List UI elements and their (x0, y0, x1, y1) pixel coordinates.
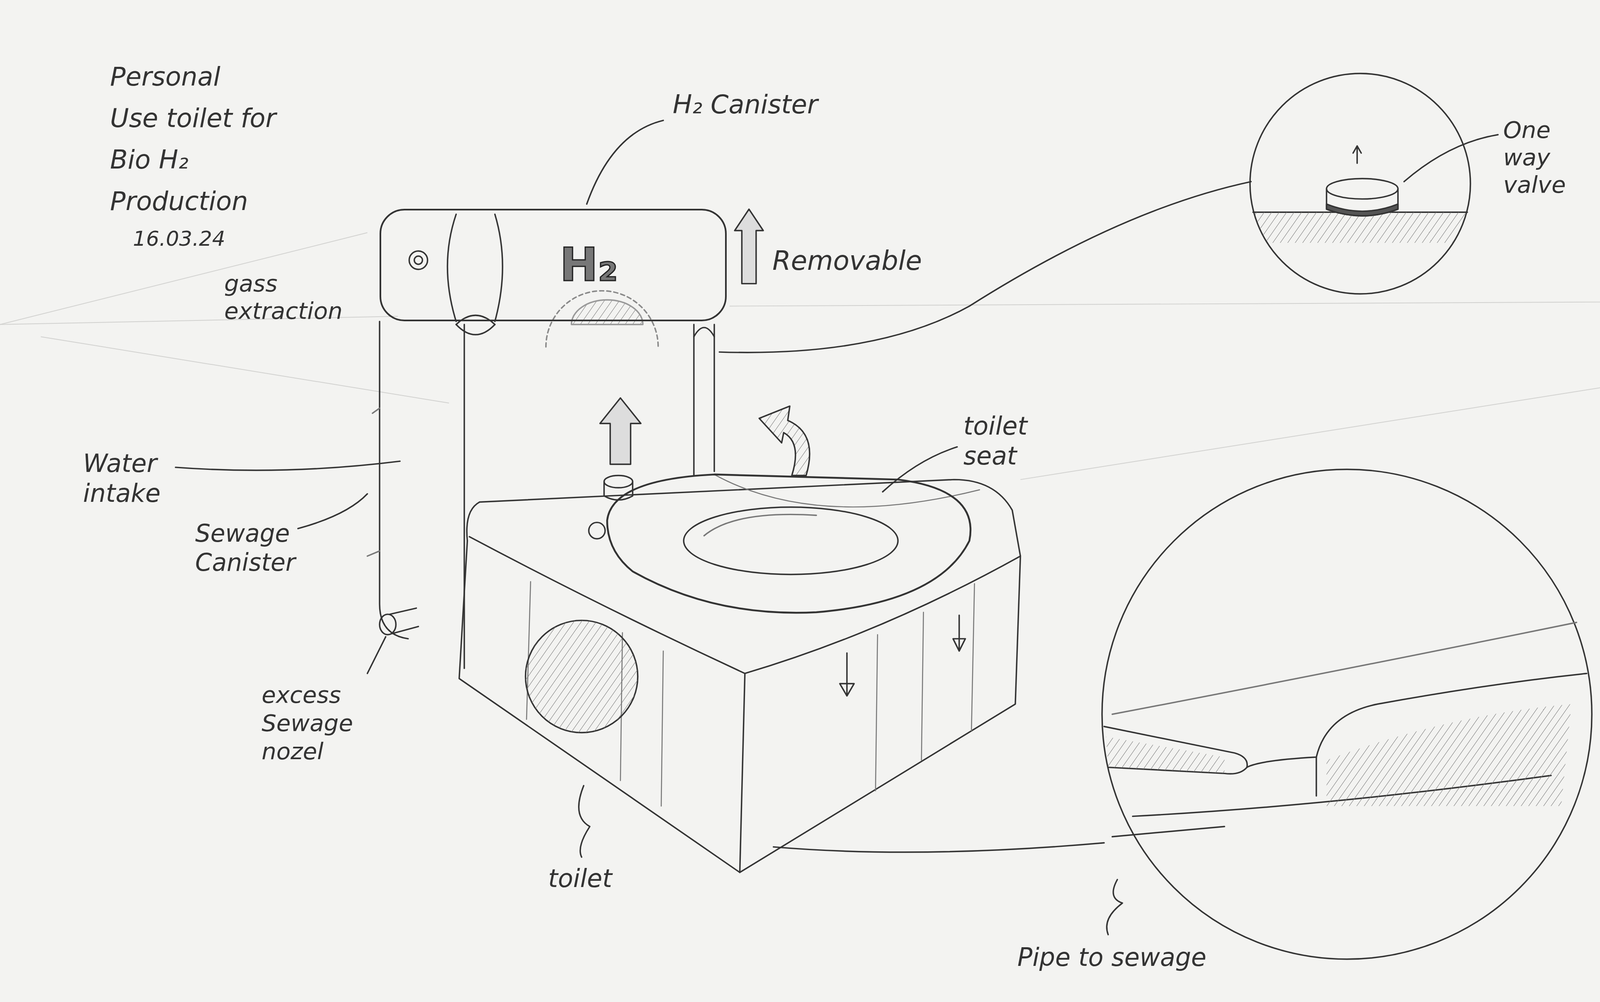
sketch-title: Personal Use toilet for Bio H₂ Productio… (110, 56, 277, 223)
part-label: One way valve (1503, 116, 1593, 199)
part-label: excess Sewage nozel (261, 681, 378, 766)
part-label: Pipe to sewage (1017, 942, 1207, 973)
part-label: toilet seat (963, 411, 1080, 471)
h2-canister: H₂ (379, 208, 727, 322)
date: 16.03.24 (132, 226, 226, 252)
part-label: toilet (548, 863, 613, 894)
part-label: H₂ Canister (672, 89, 818, 121)
part-label: gass extraction (224, 269, 374, 325)
part-label: Sewage Canister (195, 519, 333, 578)
part-label: Water intake (83, 448, 187, 509)
canister-mark: H₂ (559, 240, 618, 291)
note-label: Removable (772, 245, 922, 277)
